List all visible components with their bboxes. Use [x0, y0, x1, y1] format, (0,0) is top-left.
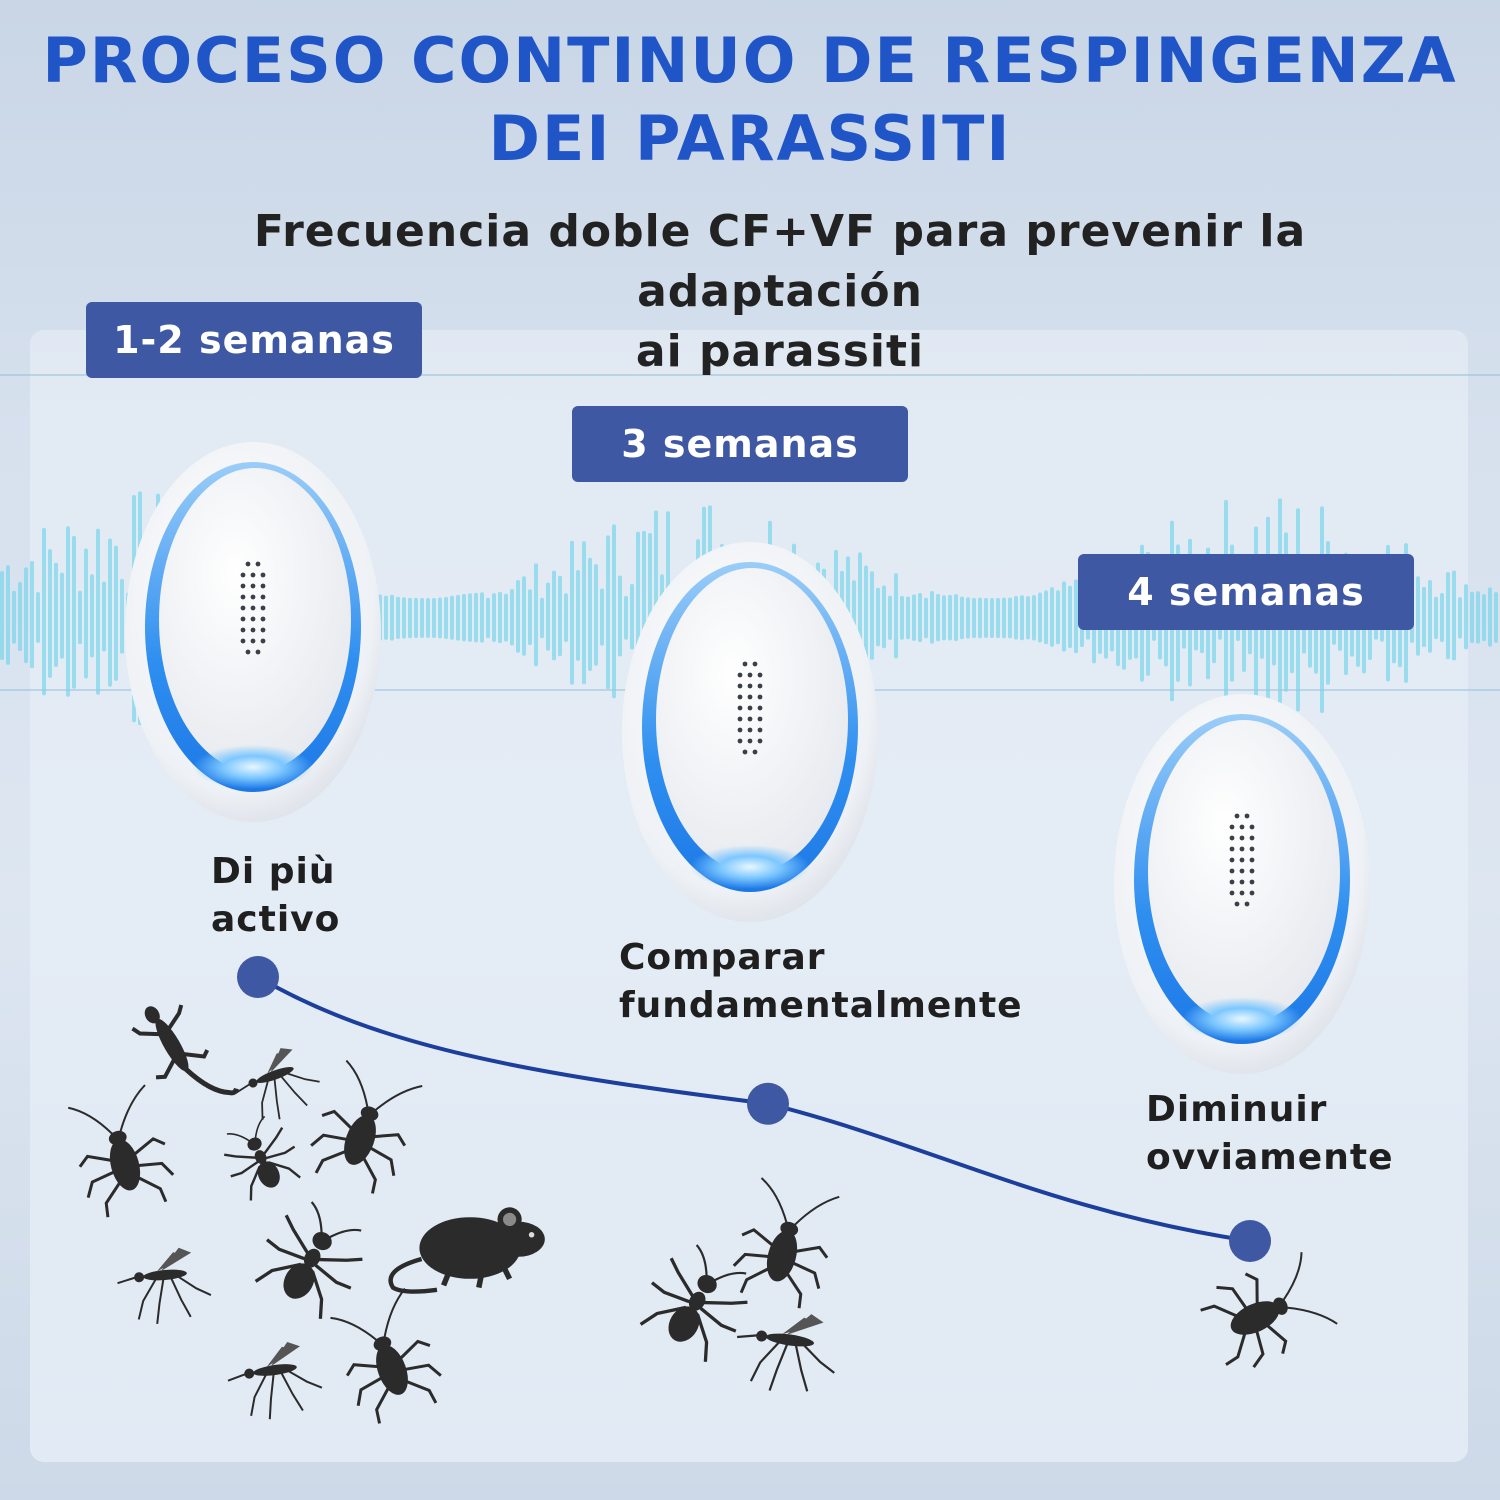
stage-3-label: Diminuir ovviamente [1146, 1086, 1393, 1182]
stage-2-label-line-1: Comparar [619, 937, 826, 978]
stage-2-label: Comparar fundamentalmente [619, 934, 1023, 1030]
mosquito-icon [113, 1244, 215, 1329]
ant-icon [244, 1190, 380, 1326]
mosquito-icon [729, 1303, 844, 1401]
page-title: PROCESO CONTINUO DE RESPINGENZA DEI PARA… [0, 22, 1500, 178]
ant-icon [212, 1109, 309, 1206]
stage-1-label: Di più activo [211, 848, 340, 944]
subtitle-line-2: ai parassiti [635, 326, 925, 377]
stage-3-label-line-1: Diminuir [1146, 1089, 1328, 1130]
trend-point-1 [237, 956, 279, 998]
roach-icon [301, 1055, 428, 1200]
stage-1-label-line-2: activo [211, 899, 341, 940]
mosquito-icon [222, 1337, 327, 1426]
roach-icon [324, 1285, 451, 1430]
trend-point-3 [1229, 1220, 1271, 1262]
page-subtitle: Frecuencia doble CF+VF para prevenir la … [110, 202, 1450, 382]
mosquito-icon [225, 1038, 328, 1132]
lizard-icon [124, 989, 238, 1122]
pest-icons [62, 989, 1341, 1430]
roach-icon [1193, 1246, 1341, 1379]
roach-icon [726, 1173, 845, 1314]
mouse-icon [391, 1207, 545, 1291]
stage-3-badge: 4 semanas [1078, 554, 1414, 630]
trend-point-2 [747, 1082, 789, 1125]
subtitle-line-1: Frecuencia doble CF+VF para prevenir la … [253, 206, 1307, 317]
stage-2-badge: 3 semanas [572, 406, 908, 482]
title-line-2: DEI PARASSITI [488, 102, 1012, 175]
stage-1-badge: 1-2 semanas [86, 302, 422, 378]
roach-icon [62, 1082, 181, 1223]
stage-2-label-line-2: fundamentalmente [619, 985, 1023, 1026]
title-line-1: PROCESO CONTINUO DE RESPINGENZA [42, 24, 1458, 97]
stage-1-label-line-1: Di più [211, 851, 336, 892]
stage-3-label-line-2: ovviamente [1146, 1137, 1394, 1178]
